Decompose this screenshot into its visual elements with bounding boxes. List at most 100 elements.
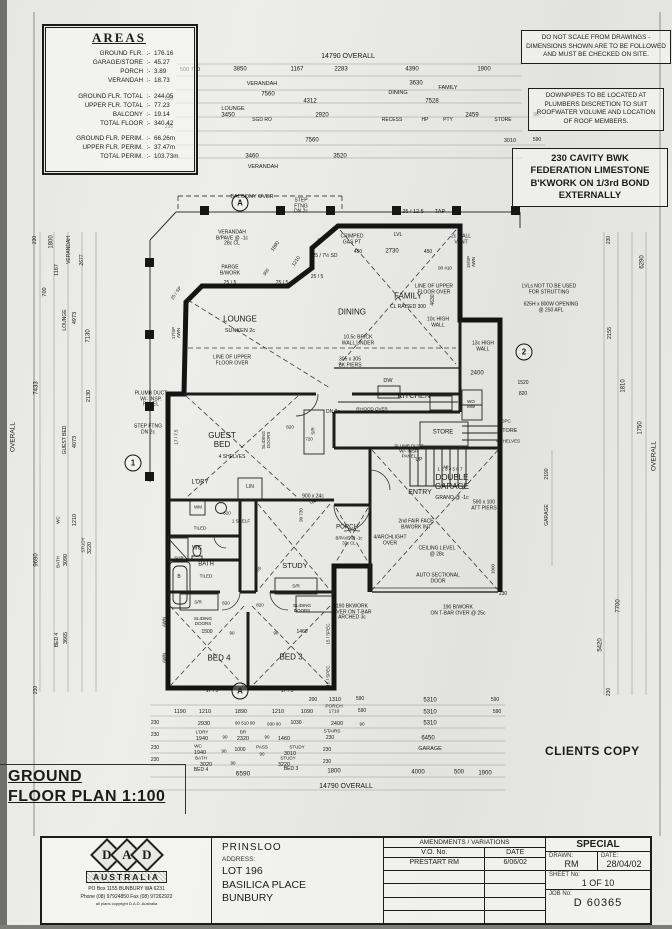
area-value: 340.42 [154,119,174,127]
plan-label: 2930 [197,720,211,727]
plan-label: PLUMB DUCT W/- INSP. PANEL [394,443,424,459]
plan-label: STAIRS [323,729,341,735]
plan-label: GUEST BED [62,425,69,455]
plan-label: 1810 [620,379,627,393]
plan-label: 7528 [425,98,439,105]
plan-label: 90 [229,630,235,636]
plan-label: STUDY [289,744,305,750]
plan-label: 1000 [490,563,496,575]
area-separator: :- [146,119,151,127]
plan-label: BED 4 [54,632,61,648]
dimension-rails [39,63,647,791]
title-block: D A D AUSTRALIA PO Box 1155 BUNBURY WA 6… [40,836,652,925]
plan-label: 590 [532,137,542,144]
plan-label: 1900 [477,66,491,73]
plan-label: PORCH [336,524,358,531]
area-label: TOTAL PERIM. [100,153,143,161]
plan-label: 1167 [53,264,60,276]
vo-no-header: V.O. No. [384,848,486,857]
plan-label: DOUBLE GARAGE [434,473,470,491]
area-label: UPPER FLR. PERIM. [82,144,143,152]
plan-label: 1460 [277,735,291,742]
plan-label: 9690 [33,553,40,567]
area-label: UPPER FLR. TOTAL [84,101,143,109]
areas-row: BALCONY:-19.14 [48,110,190,119]
plan-label: 3450 [221,112,235,119]
date-field: DATE: 28/04/02 [598,852,650,870]
plan-label: 820 [222,600,230,606]
area-separator: :- [146,135,151,142]
plan-label: 17 / 5 [280,688,294,695]
plan-label: 4073 [71,435,78,449]
plan-label: 3520 [333,153,347,160]
plan-label: 190 B/WORK ON T-BAR OVER @ 25c [430,604,486,616]
area-label: GROUND FLR. [99,50,143,57]
plan-label: 2730 [385,248,399,255]
plan-label: BATH [198,561,214,568]
special-cell: SPECIAL DRAWN: RM DATE: 28/04/02 SHEET N… [546,838,650,923]
sheet-value: 1 OF 10 [581,878,615,888]
plan-label: 1800 [48,235,55,249]
plan-label: OVERALL [650,441,658,471]
area-value: 45.27 [154,59,170,67]
job-value: D 60365 [573,897,623,909]
plan-label: BED 3 [279,652,303,662]
plan-label: 3090 [62,553,69,567]
door-arcs [213,393,391,611]
plan-label: STORE [432,429,454,436]
plan-label: 3020 [199,761,213,768]
plan-label: 230 [150,757,160,764]
area-label: TOTAL FLOOR [100,119,143,127]
plan-label: STUDY [282,560,308,570]
plan-label: STORE [494,117,512,124]
plan-label: R'HOOD OVER [356,406,388,412]
drawn-field: DRAWN: RM [546,852,598,870]
plan-label: 4/ARCHLIGHT OVER [373,534,407,546]
plan-label: CRIMPED GAS PT [340,233,364,245]
amendments-column-headers: V.O. No. DATE [384,848,545,858]
plan-label: SLIDING DOORS [193,615,213,626]
plan-label: 1190 [174,708,186,715]
plan-label: GARAGE [418,745,442,752]
plan-label: BATH [55,556,61,568]
plan-label: 4390 [405,66,419,73]
date-value [485,898,545,910]
plan-label: 10.5c BRICK WALL UNDER [341,334,375,346]
area-label: GROUND FLR. TOTAL [78,92,143,100]
plan-label: VERANDAH [246,80,278,87]
plan-label: 590 [492,709,502,716]
plan-label: 930 90 [267,721,281,727]
plan-label: 1 SHELF [231,518,251,524]
plan-label: 3630 [409,80,423,87]
company-logo-cell: D A D AUSTRALIA PO Box 1155 BUNBURY WA 6… [42,838,212,923]
date-value [485,884,545,896]
plan-label: 90 [230,760,236,766]
plan-label: 230 [325,735,335,742]
vo-no-value [384,871,486,884]
date-value [485,871,545,883]
balcony-over-dashed [177,195,343,210]
plan-label: GUEST BED [208,431,236,449]
plan-label: S/R [194,599,202,605]
plan-label: 25 / 12.5 [402,208,424,215]
plan-label: 1210 [198,708,212,715]
plan-label: 1800 [327,768,341,775]
garage-door-line [372,587,498,593]
plan-label: 3460 [245,153,259,160]
drawn-value: RM [564,859,579,869]
plan-title-line2: FLOOR PLAN 1:100 [8,788,166,805]
plan-label: STEP FTNG DN 2c [294,197,308,215]
section-marker: A [231,194,249,212]
plan-label: STUDY [80,537,86,553]
plan-label: WC [55,516,61,524]
plan-label: AWN [161,616,167,628]
note-downpipes: DOWNPIPES TO BE LOCATED AT PLUMBERS DISC… [528,88,664,131]
area-separator: :- [146,68,151,76]
plan-label: 2920 [315,112,329,119]
plan-label: 700 [41,287,48,297]
plan-label: 17 / 5 [205,688,219,695]
